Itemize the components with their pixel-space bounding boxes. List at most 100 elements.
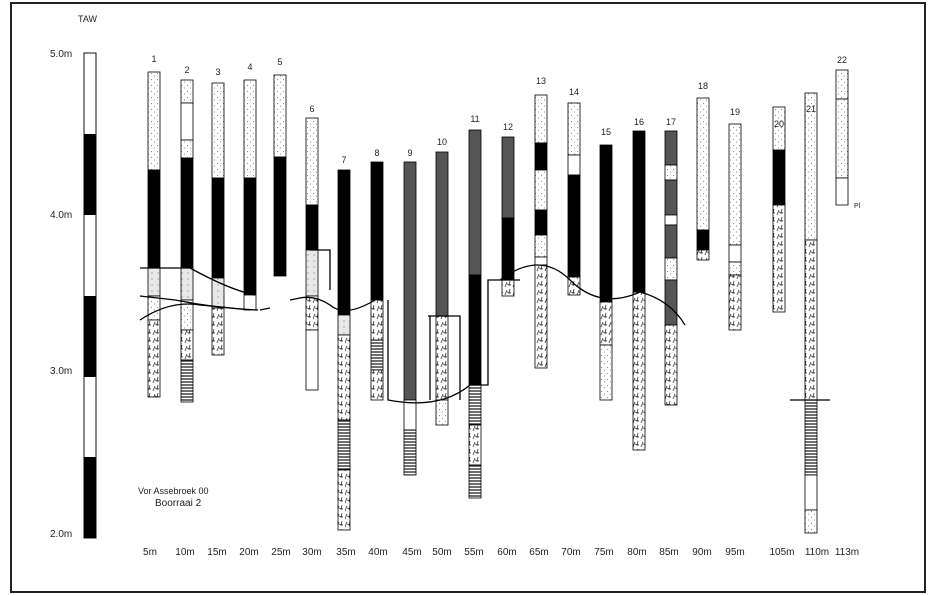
borehole-layer <box>337 419 351 471</box>
correlation-line <box>139 303 251 321</box>
elevation-scale: TAW 5.0m 4.0m 3.0m 2.0m <box>50 14 97 540</box>
correlation-line <box>428 315 461 400</box>
borehole-18 <box>696 97 710 261</box>
borehole-layer <box>243 177 257 296</box>
borehole-layer <box>403 429 417 476</box>
borehole-layer <box>180 157 194 269</box>
borehole-layer <box>435 151 449 317</box>
borehole-number: 17 <box>666 117 676 127</box>
borehole-layer <box>180 329 194 361</box>
borehole-layer <box>599 144 613 303</box>
borehole-layer <box>337 169 351 316</box>
borehole-layer <box>632 291 646 451</box>
borehole-layer <box>804 92 818 241</box>
borehole-layer <box>567 102 581 156</box>
borehole-13 <box>534 94 548 369</box>
borehole-layer <box>180 359 194 403</box>
borehole-layer <box>804 509 818 534</box>
borehole-number: 19 <box>730 107 740 117</box>
borehole-layer <box>728 274 742 331</box>
borehole-layer <box>664 324 678 406</box>
borehole-layer <box>664 279 678 326</box>
distance-label: 5m <box>143 547 157 558</box>
borehole-layer <box>273 74 287 158</box>
correlation-line <box>259 307 271 311</box>
borehole-layer <box>728 244 742 263</box>
borehole-layer <box>435 315 449 401</box>
borehole-layer <box>305 295 319 331</box>
borehole-10 <box>435 151 449 426</box>
borehole-number: 12 <box>503 122 513 132</box>
borehole-layer <box>147 71 161 171</box>
distance-label: 113m <box>835 547 859 558</box>
borehole-layer <box>370 339 384 371</box>
distance-label: 35m <box>336 547 355 558</box>
borehole-number: 8 <box>374 148 379 158</box>
borehole-layer <box>403 161 417 401</box>
borehole-layer <box>243 79 257 179</box>
borehole-layer <box>534 256 548 266</box>
borehole-layer <box>180 79 194 104</box>
scale-unit-label: TAW <box>78 14 97 24</box>
distance-label: 90m <box>692 547 711 558</box>
borehole-layer <box>370 299 384 341</box>
borehole-11 <box>468 129 482 499</box>
borehole-layer <box>534 209 548 236</box>
correlation-lines <box>139 249 830 404</box>
borehole-layer <box>772 149 786 206</box>
borehole-7 <box>337 169 351 531</box>
borehole-1 <box>147 71 161 398</box>
borehole-number: 5 <box>277 57 282 67</box>
caption-line1: Vor Assebroek 00 <box>138 486 209 496</box>
borehole-layer <box>403 399 417 431</box>
borehole-20 <box>772 106 786 313</box>
borehole-layer <box>468 274 482 386</box>
borehole-3 <box>211 82 225 356</box>
borehole-layer <box>534 142 548 171</box>
distance-label: 10m <box>175 547 194 558</box>
borehole-layer <box>468 384 482 426</box>
borehole-21 <box>804 92 818 534</box>
distance-label: 110m <box>805 547 829 558</box>
borehole-19 <box>728 123 742 331</box>
borehole-layer <box>599 344 613 401</box>
distance-label: 40m <box>368 547 387 558</box>
borehole-layer <box>337 334 351 421</box>
borehole-number: 22 <box>837 55 847 65</box>
borehole-layer <box>696 229 710 251</box>
borehole-number: 4 <box>247 62 252 72</box>
borehole-layer <box>567 174 581 278</box>
borehole-22 <box>835 69 849 206</box>
distance-label: 50m <box>432 547 451 558</box>
borehole-layer <box>147 295 161 321</box>
borehole-layer <box>337 469 351 531</box>
borehole-layer <box>664 214 678 226</box>
borehole-layer <box>147 267 161 297</box>
correlation-line <box>387 279 520 404</box>
borehole-number: 10 <box>437 137 447 147</box>
diagram-frame <box>10 2 926 593</box>
borehole-layer <box>501 217 515 281</box>
correlation-line <box>140 267 256 296</box>
borehole-layer <box>243 294 257 311</box>
scale-tick-label: 5.0m <box>50 49 72 60</box>
borehole-layer <box>632 130 646 293</box>
borehole-17 <box>664 130 678 406</box>
borehole-layer <box>534 264 548 369</box>
distance-label: 45m <box>402 547 421 558</box>
borehole-layer <box>370 369 384 401</box>
borehole-layer <box>337 314 351 336</box>
borehole-12 <box>501 136 515 297</box>
borehole-layer <box>501 136 515 219</box>
borehole-number: 21 <box>806 104 816 114</box>
distance-label: 15m <box>207 547 226 558</box>
borehole-number: 7 <box>341 155 346 165</box>
scale-segment <box>84 134 96 215</box>
distance-label: 55m <box>464 547 483 558</box>
borehole-layer <box>180 267 194 301</box>
distance-label: 70m <box>561 547 580 558</box>
correlation-line <box>289 296 376 312</box>
borehole-labels: 15m210m315m420m525m630m735m840m945m1050m… <box>143 54 859 558</box>
distance-label: 65m <box>529 547 548 558</box>
borehole-layer <box>804 239 818 401</box>
